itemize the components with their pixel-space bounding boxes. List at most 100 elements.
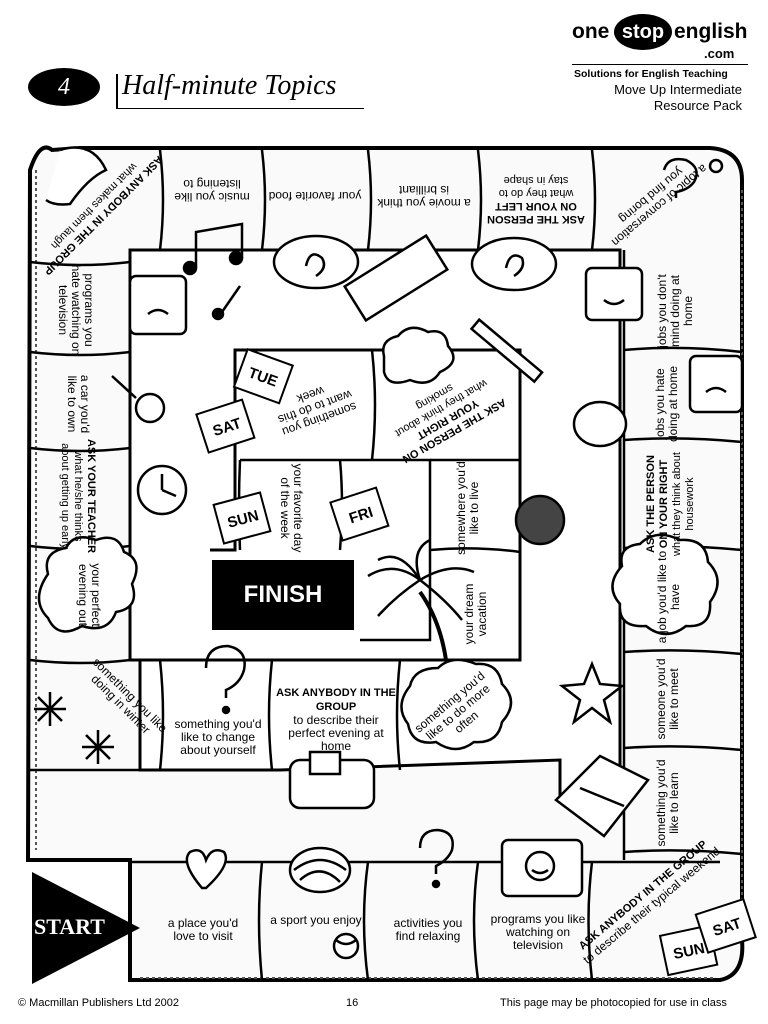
pack-line-2: Resource Pack [653,98,742,113]
bottom-row-dividers [128,860,720,981]
square-change-yourself: something you'd like to change about you… [170,708,266,766]
worried-tv-icon [688,354,744,414]
speech-bubble-icon [572,400,628,448]
cloud-icon-2 [611,533,719,636]
cigarette-icon [469,317,544,384]
feather-icon [45,146,108,206]
square-text: something you'd like to learn [654,759,681,847]
finish-square: FINISH [212,560,354,630]
tv-icon [500,838,584,898]
square-text: music you like listening to [174,177,250,204]
open-book-icon [554,754,650,838]
cloud-icon [37,536,138,633]
square-sport: a sport you enjoy [268,900,364,940]
sad-tv-icon [128,274,188,336]
square-brilliant-movie: a movie you think is brilliant [374,170,474,222]
square-dream-vacation: your dream vacation [452,572,500,656]
square-text: programs you hate watching on television [56,264,97,356]
logo-stop: stop [614,14,672,50]
square-text: your dream vacation [462,583,489,645]
ask-label: ASK ANYBODY IN THE GROUP [276,686,396,713]
square-place-to-visit: a place you'd love to visit [160,900,246,960]
square-text: your favorite food [268,189,362,204]
outer-track-shadow [35,170,743,979]
question-sign-icon [662,157,724,198]
square-text: activities you find relaxing [393,916,463,943]
square-favorite-food: your favorite food [268,170,362,222]
globe-icon [514,494,566,546]
film-strip-icon [342,233,450,323]
title-underline [116,108,364,109]
question-mark-icon-2 [204,644,246,715]
day-card-tue [232,347,295,405]
square-music: music you like listening to [164,160,260,220]
square-text: something you'd like to change about you… [174,716,262,757]
cloud-icon-3 [400,658,513,751]
logo-one: one [572,20,610,43]
ask-label: ASK THE PERSON ON YOUR RIGHT [645,455,670,553]
square-jobs-hate: jobs you hate doing at home [641,359,693,449]
star-icon [558,660,626,726]
square-evening-out: your perfect evening out [64,552,114,638]
car-key-icon [111,375,166,424]
photocopy-notice: This page may be photocopied for use in … [500,997,727,1009]
question-mark-icon [418,828,454,889]
snowflake-icon [34,692,114,764]
title-rule [116,74,118,108]
logo-com: .com [704,46,735,61]
day-card-sat-2 [694,897,757,954]
square-text: to describe their perfect evening at hom… [288,712,384,753]
square-text: a movie you think is brilliant [377,183,471,210]
inner-dividers [158,349,521,771]
square-tv-programs-like: programs you like watching on television [490,900,586,964]
square-text: programs you like watching on television [490,911,586,952]
unit-number: 4 [58,73,70,100]
copyright: © Macmillan Publishers Ltd 2002 [18,997,179,1009]
square-jobs-dont-mind: jobs you don't mind doing at home [646,266,704,356]
square-text: a sport you enjoy [270,912,362,927]
page-title: Half-minute Topics [122,70,337,101]
square-text: someone you'd like to meet [654,658,681,740]
square-text: what they think about housework [671,452,696,556]
happy-tv-icon [584,266,644,322]
question-bubble-icon [470,236,558,292]
square-text: your favorite day of the week [278,463,305,553]
music-notes-icon [182,222,244,321]
square-text: jobs you hate doing at home [653,365,680,443]
heart-icon [185,849,228,890]
logo-tagline: Solutions for English Teaching [574,68,728,80]
clock-icon [136,464,188,516]
page-number: 16 [346,997,359,1009]
start-label: START [34,914,105,939]
square-like-to-learn: something you'd like to learn [651,755,685,851]
square-like-to-meet: someone you'd like to meet [651,651,685,747]
square-relaxing-activities: activities you find relaxing [386,900,470,960]
logo-english: english [674,20,748,43]
logo-divider [572,64,748,65]
ball-icon [288,846,352,894]
square-text-2: stay in shape [503,174,569,186]
day-card-fri [329,486,390,542]
square-like-to-have-job: a job you'd like to have [652,544,686,650]
pack-line-1: Move Up Intermediate [614,82,742,97]
armchair-icon [288,750,376,810]
square-text: what he/she thinks about getting up earl… [59,443,85,549]
resource-pack-label: Move Up Intermediate Resource Pack [560,82,742,114]
ask-label: ASK YOUR TEACHER [85,438,98,554]
thought-bubble-icon [272,234,360,290]
square-text: a job you'd like to have [655,550,682,644]
square-text: jobs you don't mind doing at home [654,274,695,348]
day-card-sat [195,398,256,454]
square-text: a car you'd like to own [65,374,92,434]
start-arrow [32,872,140,984]
square-text: what they do to [498,187,574,199]
onestopenglish-logo: one stop english .com Solutions for Engl… [572,10,748,82]
square-tv-programs-hate: programs you hate watching on television [44,264,108,356]
square-text: a place you'd love to visit [167,916,239,943]
square-favorite-day: your favorite day of the week [259,463,323,553]
